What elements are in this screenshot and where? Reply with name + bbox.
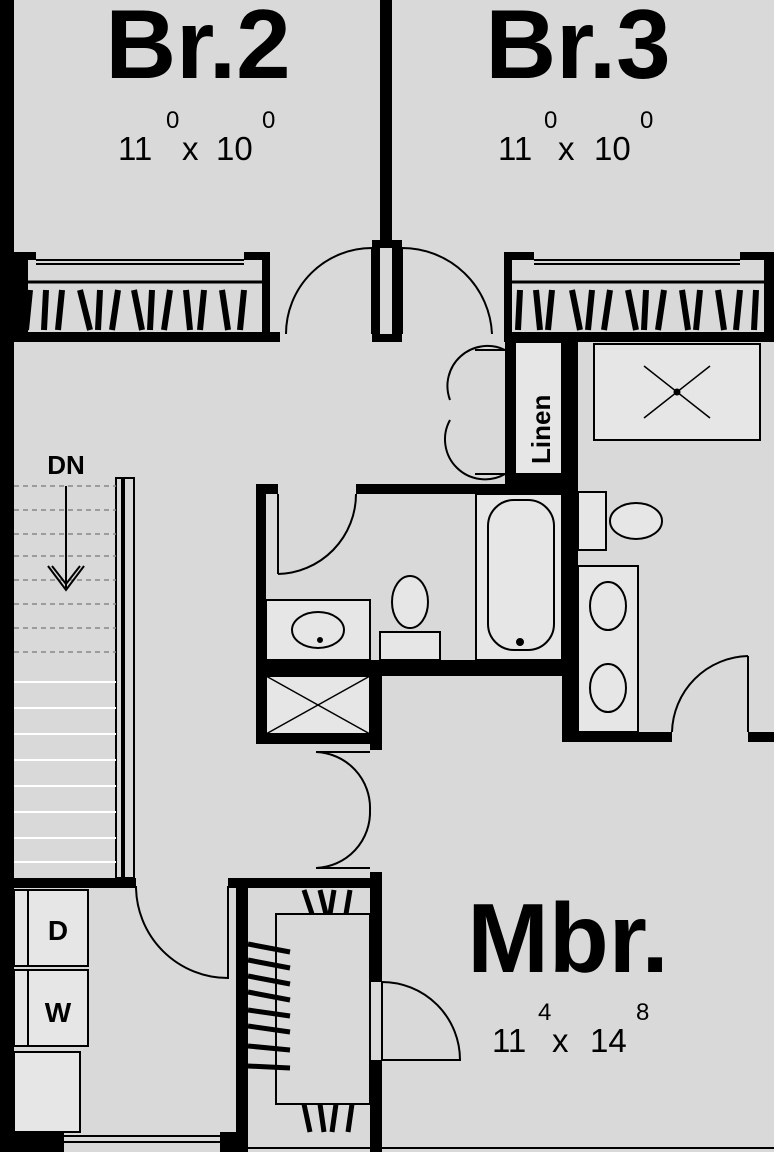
- master-toilet-bowl: [609, 502, 663, 540]
- br3-closet: [512, 259, 764, 331]
- master-sink-lower: [589, 663, 627, 713]
- washer-unit: [13, 969, 89, 1047]
- labels: Br.2 11 0 x 10 0 Br.3 11 0 x 10 0 Mbr. 1…: [45, 0, 671, 1059]
- hall-sink: [291, 611, 345, 649]
- dryer-unit: [13, 889, 89, 967]
- room-dim-br3-width-inches: 0: [544, 107, 557, 134]
- room-name-br3: Br.3: [485, 0, 670, 99]
- dryer-label: D: [48, 915, 68, 946]
- hall-bath-fixtures: [265, 341, 563, 735]
- room-dim-br2-height-inches: 0: [262, 107, 275, 134]
- room-dim-mbr-width: 11: [492, 1022, 526, 1059]
- stairs-down-label: DN: [47, 450, 85, 480]
- room-dim-br2-times: x: [182, 130, 199, 167]
- laundry: [13, 889, 89, 1133]
- hall-toilet-tank: [379, 631, 441, 661]
- br2-closet: [23, 259, 262, 331]
- room-dim-br2-width-inches: 0: [166, 107, 179, 134]
- thin-walls: [14, 885, 774, 1149]
- room-dim-br3-height: 10: [594, 130, 631, 167]
- linen-closet: [514, 341, 563, 475]
- master-bath-fixtures: [577, 343, 761, 733]
- room-dim-mbr-times: x: [552, 1022, 569, 1059]
- hall-toilet-bowl: [391, 575, 429, 629]
- room-dim-br3-width: 11: [498, 130, 532, 167]
- room-dim-mbr-height-inches: 8: [636, 999, 649, 1026]
- room-name-mbr: Mbr.: [467, 883, 668, 993]
- room-dim-mbr-width-inches: 4: [538, 999, 551, 1026]
- washer-label: W: [45, 997, 72, 1028]
- master-toilet-tank: [577, 491, 607, 551]
- room-dim-mbr-height: 14: [590, 1022, 627, 1059]
- room-dim-br3-height-inches: 0: [640, 107, 653, 134]
- room-dim-br2-height: 10: [216, 130, 253, 167]
- room-name-br2: Br.2: [105, 0, 290, 99]
- doors: [135, 246, 749, 1061]
- linen-label: Linen: [526, 395, 556, 464]
- stairs: [14, 477, 135, 879]
- stairs-down-arrow-icon: [47, 486, 85, 592]
- master-sink-upper: [589, 581, 627, 631]
- master-closet: [247, 889, 371, 1133]
- room-dim-br3-times: x: [558, 130, 575, 167]
- room-dim-br2-width: 11: [118, 130, 152, 167]
